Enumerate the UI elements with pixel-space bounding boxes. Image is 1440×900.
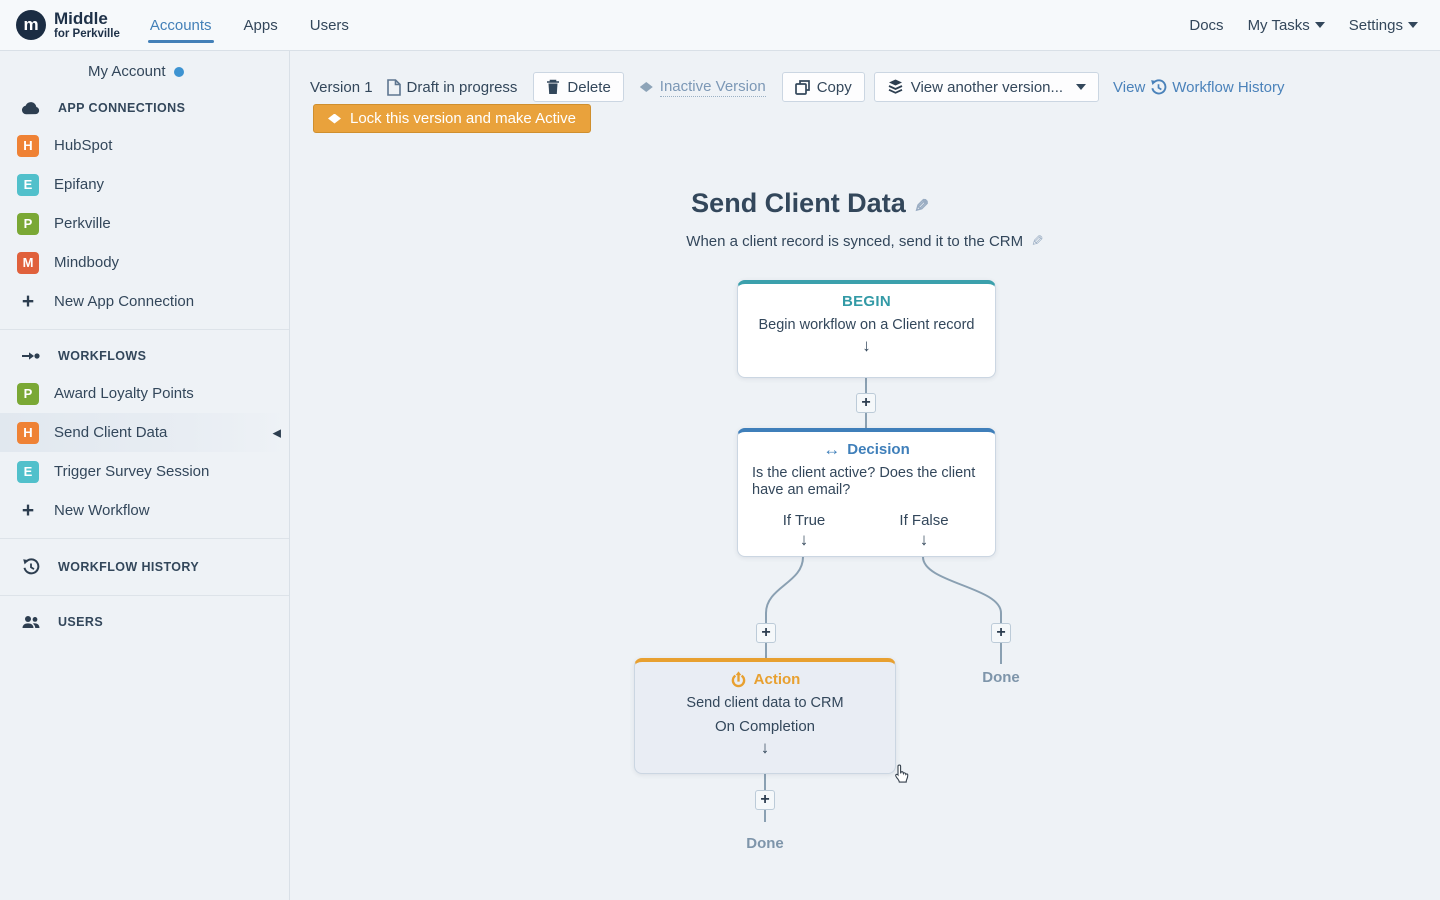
new-app-connection-button[interactable]: + New App Connection	[0, 282, 289, 321]
arrow-down-icon: ↓	[862, 336, 871, 355]
workflows-header: WORKFLOWS	[0, 338, 289, 374]
sidebar-item-users[interactable]: USERS	[0, 604, 289, 640]
perkville-badge: P	[17, 212, 39, 235]
brand[interactable]: m Middle for Perkville	[16, 10, 120, 40]
edit-title-icon[interactable]: ✎	[913, 196, 929, 216]
inactive-version-toggle[interactable]: Inactive Version	[639, 78, 766, 97]
divider	[0, 329, 289, 330]
workflow-item-award-loyalty-points[interactable]: P Award Loyalty Points	[0, 374, 289, 413]
decision-node[interactable]: ↔ Decision Is the client active? Does th…	[737, 428, 996, 557]
nav-accounts[interactable]: Accounts	[147, 11, 214, 43]
plus-icon: +	[21, 289, 35, 313]
edit-description-icon[interactable]: ✎	[1031, 233, 1044, 250]
decision-node-type: ↔ Decision	[823, 440, 910, 459]
plus-icon: +	[21, 498, 35, 522]
epifany-badge: E	[17, 460, 39, 483]
collapse-sidebar-icon[interactable]: ◀	[272, 427, 281, 439]
workflow-title: Send Client Data✎	[691, 188, 929, 218]
middle-logo-icon: m	[16, 10, 46, 40]
divider	[0, 538, 289, 539]
action-node-type: Action	[730, 671, 800, 688]
nav-users[interactable]: Users	[309, 16, 349, 34]
divider	[0, 595, 289, 596]
copy-icon	[794, 79, 810, 95]
top-nav: Accounts Apps Users	[147, 11, 349, 43]
if-true-branch: If True ↓	[782, 512, 826, 549]
workflow-description: When a client record is synced, send it …	[686, 233, 1044, 250]
decision-branch-icon: ↔	[823, 440, 841, 459]
view-workflow-history-link[interactable]: View Workflow History	[1113, 78, 1285, 96]
done-label: Done	[746, 835, 784, 852]
diamond-icon	[639, 82, 653, 92]
hubspot-badge: H	[17, 421, 39, 444]
my-tasks-menu[interactable]: My Tasks	[1248, 17, 1325, 34]
version-toolbar: Version 1 Draft in progress Delete Inact…	[310, 72, 1285, 102]
workflow-item-send-client-data[interactable]: H Send Client Data ◀	[0, 413, 289, 452]
sidebar-item-workflow-history[interactable]: WORKFLOW HISTORY	[0, 547, 289, 587]
history-icon	[1151, 78, 1167, 94]
hubspot-badge: H	[17, 134, 39, 157]
workflow-canvas: Version 1 Draft in progress Delete Inact…	[290, 51, 1440, 900]
nav-apps[interactable]: Apps	[243, 16, 278, 34]
add-step-button[interactable]: +	[856, 393, 876, 413]
status-dot	[173, 66, 184, 77]
view-another-version-dropdown[interactable]: View another version...	[873, 72, 1100, 102]
chevron-down-icon	[1314, 22, 1325, 28]
epifany-badge: E	[17, 173, 39, 196]
sidebar-item-hubspot[interactable]: H HubSpot	[0, 126, 289, 165]
chevron-down-icon	[1408, 22, 1418, 28]
new-workflow-button[interactable]: + New Workflow	[0, 491, 289, 530]
begin-node[interactable]: BEGIN Begin workflow on a Client record …	[737, 280, 996, 378]
workflow-item-trigger-survey-session[interactable]: E Trigger Survey Session	[0, 452, 289, 491]
add-step-button[interactable]: +	[991, 623, 1011, 643]
sidebar: My Account APP CONNECTIONS H HubSpot E E…	[0, 51, 290, 900]
topbar: m Middle for Perkville Accounts Apps Use…	[0, 0, 1440, 51]
lock-version-button[interactable]: Lock this version and make Active	[313, 104, 591, 133]
cloud-icon	[20, 101, 42, 115]
sidebar-item-perkville[interactable]: P Perkville	[0, 204, 289, 243]
app-connections-header: APP CONNECTIONS	[0, 90, 289, 126]
decision-node-text: Is the client active? Does the client ha…	[752, 465, 976, 498]
history-icon	[20, 558, 42, 576]
mindbody-badge: M	[17, 251, 39, 274]
done-label: Done	[982, 669, 1020, 686]
add-step-button[interactable]: +	[755, 790, 775, 810]
layers-icon	[888, 79, 903, 94]
diamond-icon	[328, 113, 341, 124]
on-completion-label: On Completion	[714, 718, 816, 735]
sidebar-item-mindbody[interactable]: M Mindbody	[0, 243, 289, 282]
version-label: Version 1	[310, 78, 373, 96]
perkville-badge: P	[17, 382, 39, 405]
if-false-branch: If False ↓	[899, 512, 949, 549]
draft-status: Draft in progress	[386, 78, 517, 96]
arrow-down-icon: ↓	[799, 530, 809, 549]
logo-letter: m	[23, 14, 39, 34]
settings-menu[interactable]: Settings	[1349, 17, 1418, 34]
sidebar-item-epifany[interactable]: E Epifany	[0, 165, 289, 204]
brand-subtitle: for Perkville	[54, 27, 120, 40]
my-account-link[interactable]: My Account	[0, 51, 289, 90]
copy-button[interactable]: Copy	[781, 72, 865, 102]
brand-title: Middle	[54, 9, 108, 29]
document-icon	[386, 78, 401, 96]
topbar-right: Docs My Tasks Settings	[1189, 17, 1418, 34]
docs-link[interactable]: Docs	[1189, 16, 1224, 34]
action-node[interactable]: Action Send client data to CRM On Comple…	[634, 658, 896, 774]
action-icon	[731, 671, 745, 688]
workflow-icon	[20, 350, 42, 362]
mouse-cursor	[895, 764, 909, 783]
arrow-down-icon: ↓	[760, 738, 770, 757]
action-node-text: Send client data to CRM	[686, 695, 844, 711]
delete-button[interactable]: Delete	[533, 72, 624, 102]
add-step-button[interactable]: +	[756, 623, 776, 643]
trash-icon	[547, 79, 560, 94]
begin-node-text: Begin workflow on a Client record	[758, 317, 975, 333]
users-icon	[20, 615, 42, 629]
begin-node-type: BEGIN	[841, 293, 891, 310]
arrow-down-icon: ↓	[919, 530, 929, 549]
chevron-down-icon	[1076, 84, 1087, 90]
